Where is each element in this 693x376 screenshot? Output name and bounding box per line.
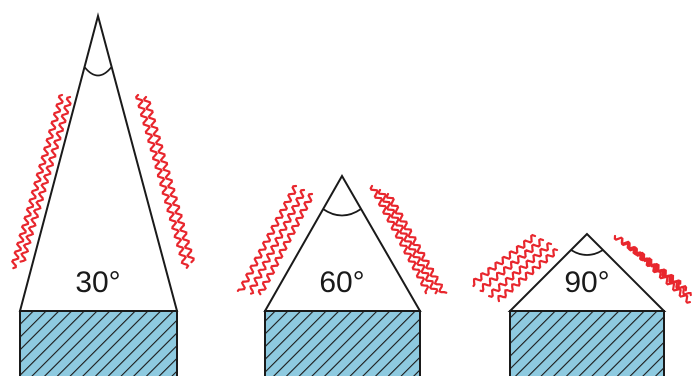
figure-90-degree: 90° bbox=[474, 234, 691, 376]
figure-60-degree: 60° bbox=[238, 176, 446, 376]
hatched-block bbox=[510, 311, 664, 376]
hatched-block bbox=[265, 311, 420, 376]
angle-label: 30° bbox=[75, 266, 120, 299]
angle-label: 60° bbox=[319, 266, 364, 299]
heat-wave-right-2 bbox=[379, 190, 437, 293]
heat-wave-left-2 bbox=[21, 97, 71, 262]
angle-label: 90° bbox=[564, 266, 609, 299]
heat-wave-right-2 bbox=[144, 97, 193, 262]
heat-wave-left-3 bbox=[489, 243, 551, 297]
angle-arc bbox=[571, 250, 603, 255]
angle-arc bbox=[85, 67, 112, 76]
heat-wave-right-1 bbox=[136, 95, 188, 268]
heat-wave-left-2 bbox=[250, 190, 304, 294]
angle-arc bbox=[323, 209, 361, 216]
hatched-block bbox=[20, 311, 177, 376]
figure-30-degree: 30° bbox=[12, 16, 193, 376]
heat-wave-left-2 bbox=[481, 239, 543, 291]
heat-wave-right-3 bbox=[387, 194, 446, 293]
